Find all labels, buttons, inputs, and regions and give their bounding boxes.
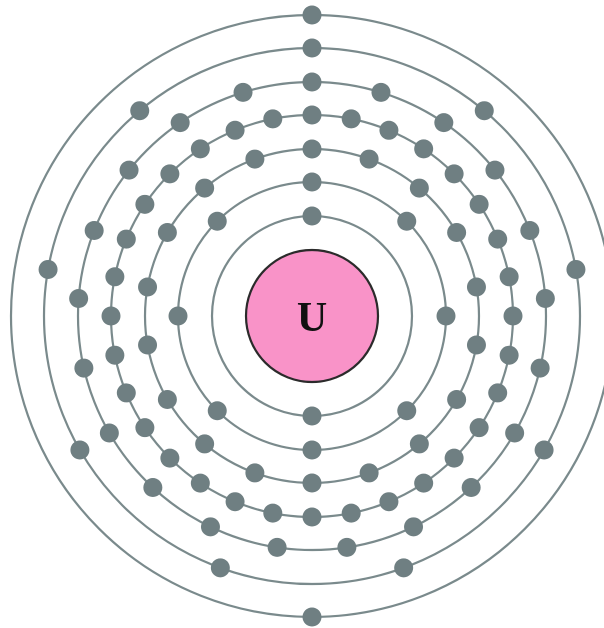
- electron-shell-3: [466, 335, 486, 355]
- electron-shell-2: [168, 306, 188, 326]
- electron-shell-5: [337, 537, 357, 557]
- electron-shell-5: [485, 160, 505, 180]
- electron-shell-3: [302, 139, 322, 159]
- electron-shell-4: [302, 507, 322, 527]
- electron-shell-2: [302, 172, 322, 192]
- electron-shell-3: [359, 149, 379, 169]
- electron-shell-4: [444, 448, 464, 468]
- electron-shell-5: [404, 517, 424, 537]
- electron-shell-5: [84, 221, 104, 241]
- electron-shell-4: [160, 164, 180, 184]
- electron-shell-3: [195, 178, 215, 198]
- electron-shell-6: [130, 101, 150, 121]
- electron-shell-4: [101, 306, 121, 326]
- electron-shell-4: [105, 345, 125, 365]
- electron-shell-5: [302, 72, 322, 92]
- electron-shell-2: [397, 211, 417, 231]
- nucleus-circle: [244, 248, 380, 384]
- electron-shell-4: [488, 383, 508, 403]
- electron-shell-5: [461, 478, 481, 498]
- electron-shell-5: [170, 113, 190, 133]
- electron-shell-3: [359, 463, 379, 483]
- electron-shell-3: [409, 178, 429, 198]
- electron-shell-3: [447, 390, 467, 409]
- electron-shell-4: [190, 139, 210, 159]
- electron-shell-4: [302, 105, 322, 125]
- electron-shell-3: [138, 277, 158, 297]
- element-symbol: U: [297, 295, 327, 341]
- electron-shell-4: [469, 194, 489, 214]
- electron-shell-3: [447, 223, 467, 242]
- electron-shell-5: [74, 358, 94, 378]
- electron-shell-4: [116, 229, 136, 249]
- nucleus: U: [244, 248, 380, 384]
- electrons: [38, 5, 586, 627]
- electron-shell-7: [302, 607, 322, 627]
- electron-shell-4: [503, 306, 523, 326]
- electron-shell-3: [409, 434, 429, 454]
- electron-shell-5: [434, 113, 454, 133]
- electron-shell-6: [534, 440, 554, 460]
- electron-shell-5: [69, 289, 89, 309]
- electron-shell-5: [200, 517, 220, 537]
- electron-shell-4: [263, 109, 283, 129]
- electron-shell-6: [394, 558, 414, 578]
- electron-shell-5: [530, 358, 550, 378]
- electron-shell-4: [469, 418, 489, 438]
- electron-shell-3: [302, 473, 322, 493]
- electron-shell-5: [119, 160, 139, 180]
- electron-shell-3: [245, 149, 265, 169]
- electron-shell-4: [414, 473, 434, 493]
- electron-shell-4: [190, 473, 210, 493]
- electron-shell-4: [105, 267, 125, 287]
- electron-shell-4: [414, 139, 434, 159]
- electron-shell-3: [157, 390, 177, 409]
- electron-shell-4: [341, 109, 361, 129]
- electron-shell-5: [143, 478, 163, 498]
- electron-shell-6: [474, 101, 494, 121]
- electron-shell-5: [371, 82, 391, 102]
- electron-shell-6: [566, 259, 586, 279]
- electron-shell-5: [535, 289, 555, 309]
- electron-shell-3: [138, 335, 158, 355]
- electron-shell-5: [505, 423, 525, 443]
- electron-shell-4: [341, 503, 361, 523]
- electron-shell-3: [195, 434, 215, 454]
- electron-shell-4: [160, 448, 180, 468]
- electron-shell-4: [225, 492, 245, 512]
- electron-shell-2: [302, 440, 322, 460]
- electron-shell-4: [499, 345, 519, 365]
- electron-shell-1: [302, 406, 322, 426]
- electron-shell-6: [70, 440, 90, 460]
- electron-shell-4: [116, 383, 136, 403]
- electron-shell-6: [302, 38, 322, 58]
- electron-shell-4: [488, 229, 508, 249]
- electron-shell-5: [233, 82, 253, 102]
- electron-shell-6: [38, 259, 58, 279]
- electron-shell-4: [225, 120, 245, 140]
- electron-shell-4: [379, 120, 399, 140]
- electron-shell-3: [245, 463, 265, 483]
- electron-shell-1: [302, 206, 322, 226]
- electron-shell-4: [379, 492, 399, 512]
- electron-shell-3: [466, 277, 486, 297]
- electron-shell-4: [444, 164, 464, 184]
- electron-shell-4: [263, 503, 283, 523]
- electron-shell-6: [210, 558, 230, 578]
- electron-shell-3: [157, 223, 177, 242]
- electron-shell-4: [135, 418, 155, 438]
- electron-shell-5: [99, 423, 119, 443]
- electron-shell-2: [207, 211, 227, 231]
- electron-shell-5: [520, 221, 540, 241]
- electron-shell-2: [436, 306, 456, 326]
- electron-shell-7: [302, 5, 322, 25]
- electron-shell-4: [135, 194, 155, 214]
- electron-shell-5: [267, 537, 287, 557]
- electron-shell-2: [207, 401, 227, 421]
- electron-shell-4: [499, 267, 519, 287]
- electron-shell-2: [397, 401, 417, 421]
